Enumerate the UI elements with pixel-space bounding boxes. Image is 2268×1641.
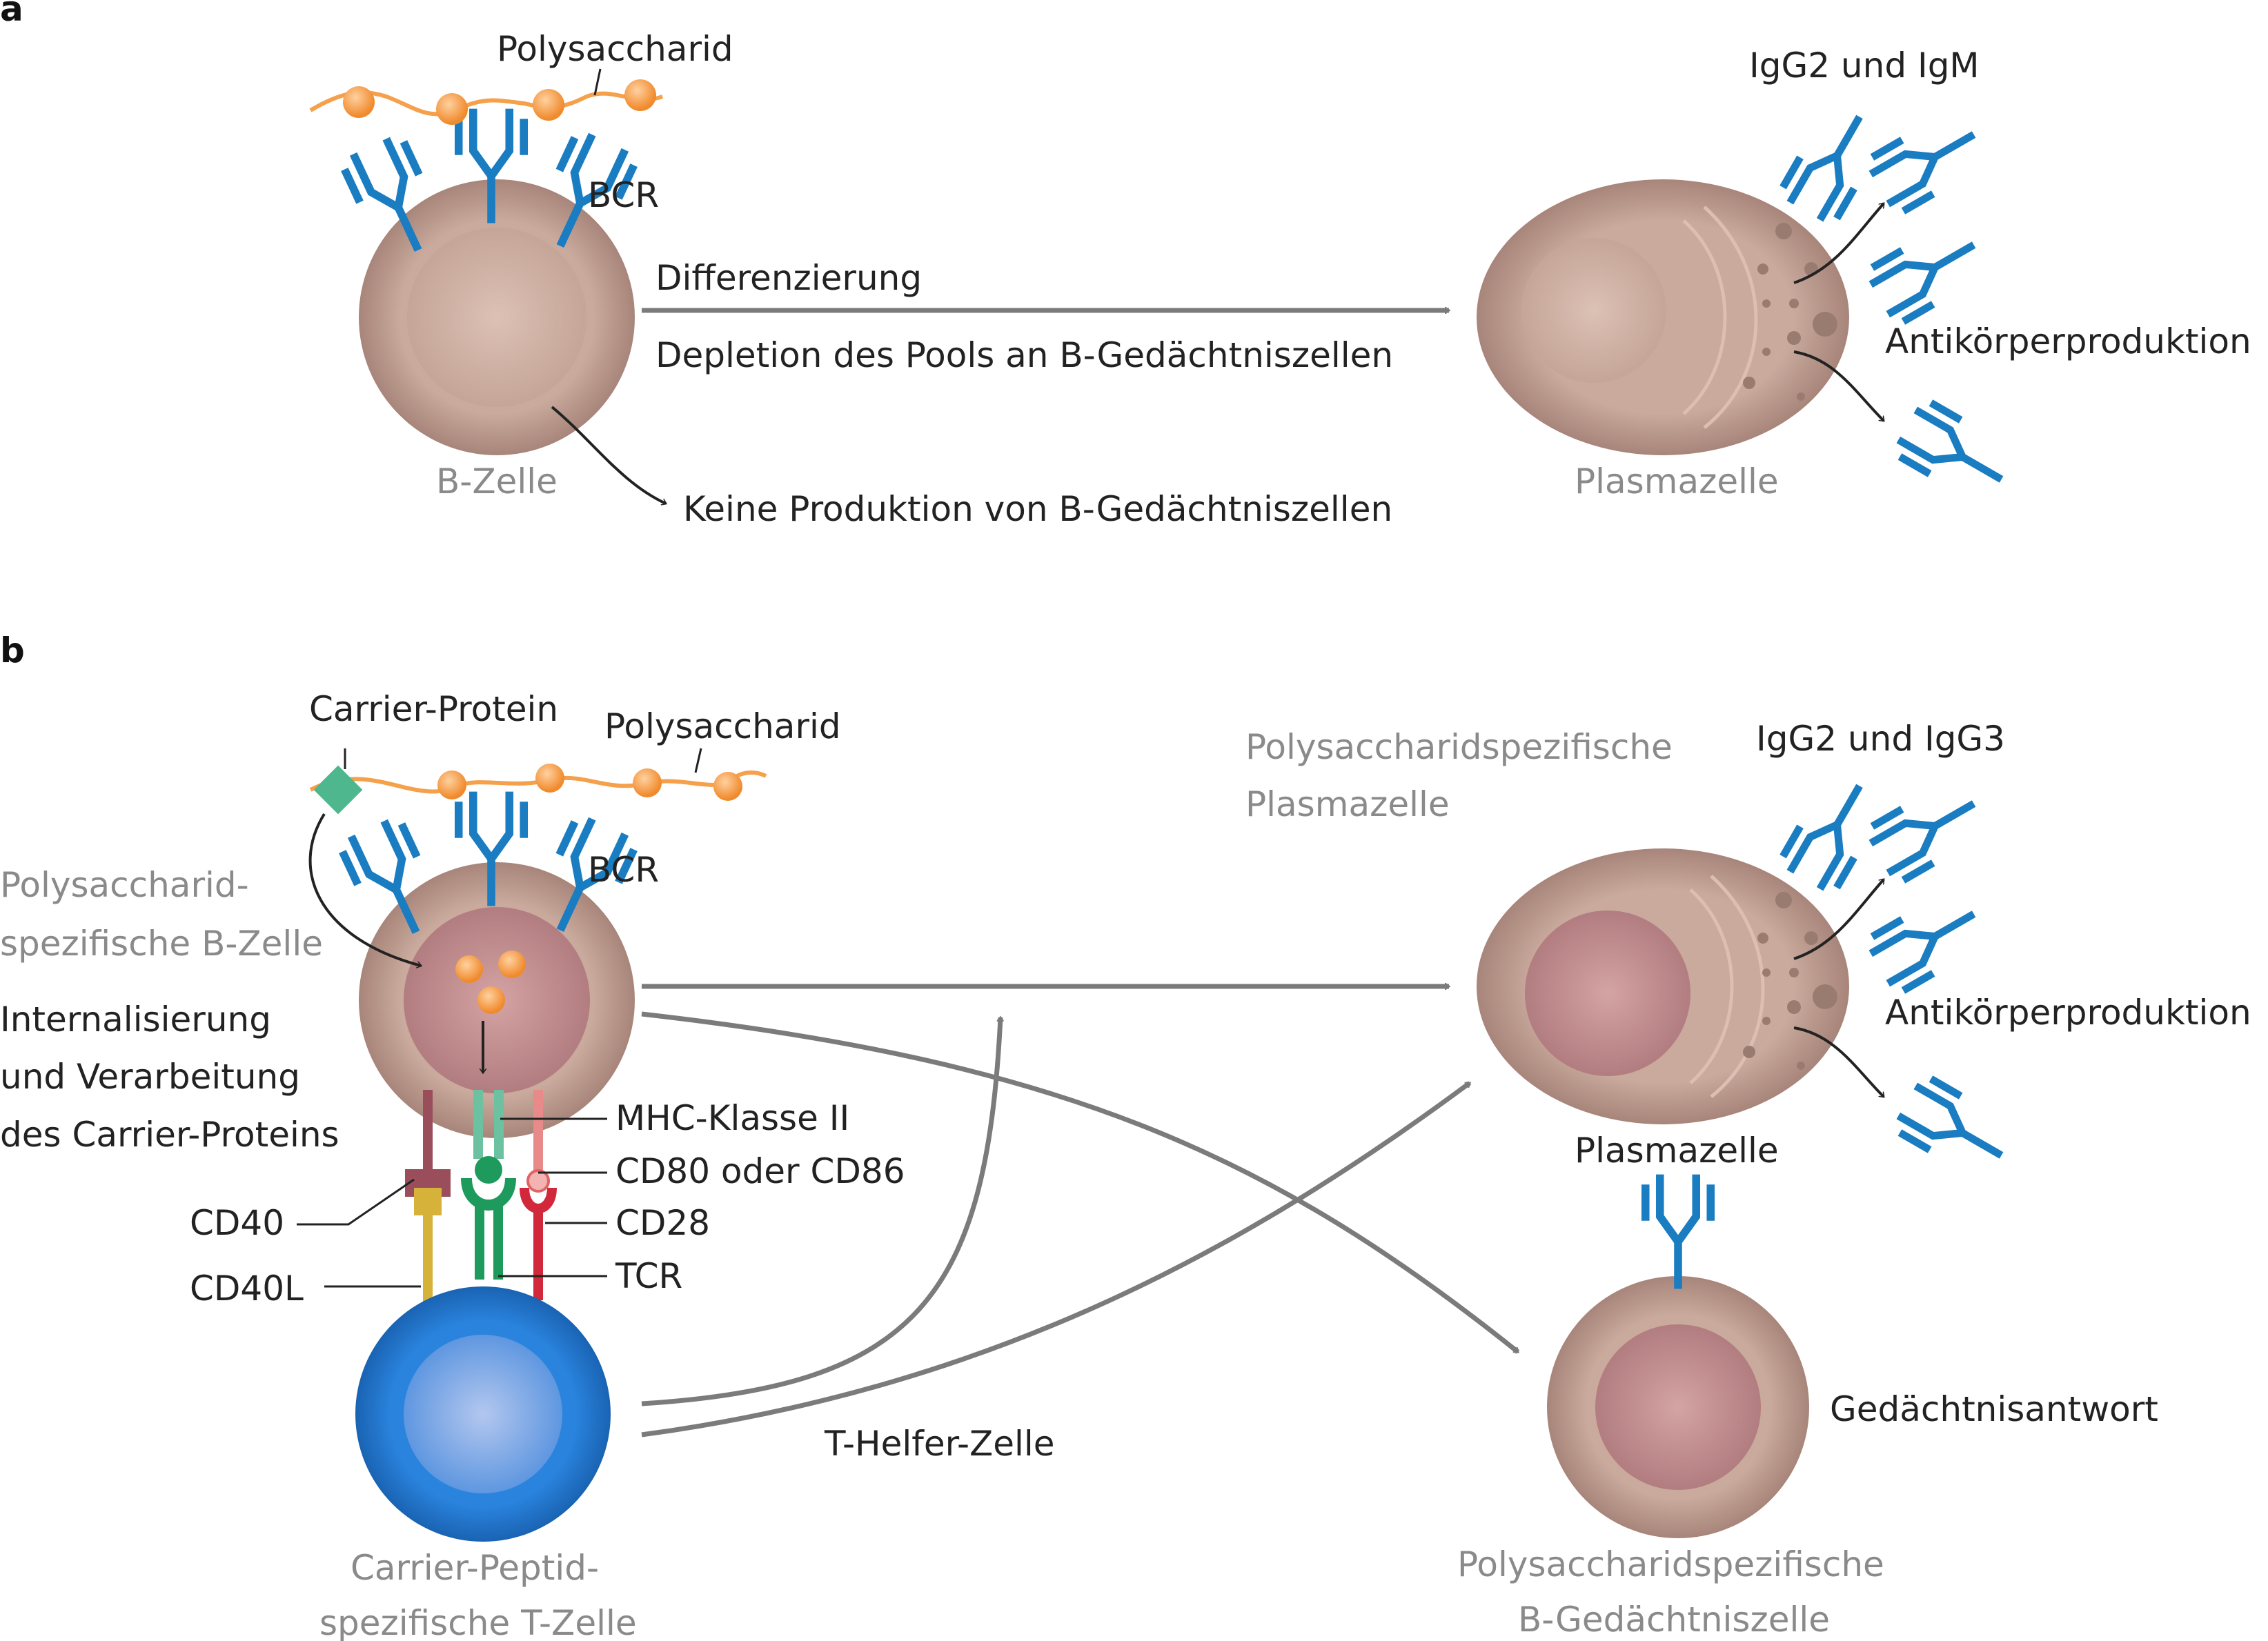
- plasma-cell-b: [1477, 848, 1849, 1124]
- plasma-title-line1: Polysaccharidspezifische: [1245, 727, 1673, 767]
- t-cell-label-line2: spezifische T-Zelle: [319, 1603, 637, 1641]
- b-cell-label-b-line2: spezifische B-Zelle: [0, 924, 323, 964]
- production-arrow-down-a: [1793, 350, 1884, 421]
- synapse-leader-lines: [297, 1117, 607, 1288]
- cd80-label: CD80 oder CD86: [615, 1151, 905, 1191]
- b-cell-label-a: B-Zelle: [436, 461, 558, 501]
- carrier-protein-label: Carrier-Protein: [309, 689, 558, 729]
- immune-synapse-molecules: [405, 1090, 557, 1304]
- antibodies-label-b: IgG2 und IgG3: [1756, 719, 2005, 759]
- antibody-production-label-a: Antikörperproduktion: [1885, 321, 2251, 361]
- antibody-production-label-b: Antikörperproduktion: [1885, 993, 2251, 1033]
- internalization-label-line1: Internalisierung: [0, 999, 271, 1040]
- b-cell-b: [359, 862, 635, 1138]
- internalization-label-line2: und Verarbeitung: [0, 1057, 300, 1097]
- no-memory-arrow-a: [551, 406, 666, 504]
- bcr-label-b: BCR: [588, 850, 659, 890]
- plasma-cell-label-a: Plasmazelle: [1575, 461, 1779, 501]
- mhc-label: MHC-Klasse II: [615, 1098, 849, 1138]
- depletion-label-a: Depletion des Pools an B-Gedächtniszelle…: [655, 335, 1393, 375]
- polysaccharide-label-b: Polysaccharid: [604, 706, 841, 746]
- pathway-arrows-b: [641, 986, 1520, 1438]
- bcr-label-a: BCR: [588, 175, 659, 215]
- production-arrow-up-b: [1793, 879, 1884, 960]
- t-cell-label-line1: Carrier-Peptid-: [351, 1548, 599, 1588]
- tcr-label: TCR: [615, 1256, 682, 1296]
- b-cell-a: [359, 179, 635, 455]
- no-memory-label-a: Keine Produktion von B-Gedächtniszellen: [683, 489, 1392, 529]
- differentiation-label-a: Differenzierung: [655, 258, 922, 298]
- plasma-cell-a: [1477, 179, 1849, 455]
- production-arrow-down-b: [1793, 1026, 1884, 1097]
- internalization-label-line3: des Carrier-Proteins: [0, 1115, 339, 1155]
- memory-cell-label-line1: Polysaccharidspezifische: [1457, 1544, 1884, 1584]
- memory-response-label: Gedächtnisantwort: [1830, 1389, 2158, 1429]
- panel-a-letter: a: [0, 0, 23, 29]
- plasma-title-line2: Plasmazelle: [1245, 784, 1450, 824]
- memory-cell-label-line2: B-Gedächtniszelle: [1518, 1600, 1830, 1640]
- polysaccharide-chain-a: [309, 68, 664, 125]
- antibodies-label-a: IgG2 und IgM: [1749, 46, 1980, 86]
- polysaccharide-label-a: Polysaccharid: [497, 29, 733, 69]
- t-cell: [355, 1286, 611, 1542]
- internalization-arrow-b: [308, 813, 421, 966]
- cd40l-label: CD40L: [190, 1269, 304, 1309]
- production-arrow-up-a: [1793, 203, 1884, 284]
- panel-b-letter: b: [0, 630, 25, 670]
- cd28-label: CD28: [615, 1203, 710, 1243]
- cd40-label: CD40: [190, 1203, 284, 1243]
- memory-b-cell: [1547, 1175, 1809, 1538]
- plasma-cell-label-b: Plasmazelle: [1575, 1131, 1779, 1171]
- t-helper-label: T-Helfer-Zelle: [824, 1424, 1055, 1464]
- polysaccharide-chain-b: [309, 748, 767, 815]
- b-cell-label-b-line1: Polysaccharid-: [0, 865, 249, 905]
